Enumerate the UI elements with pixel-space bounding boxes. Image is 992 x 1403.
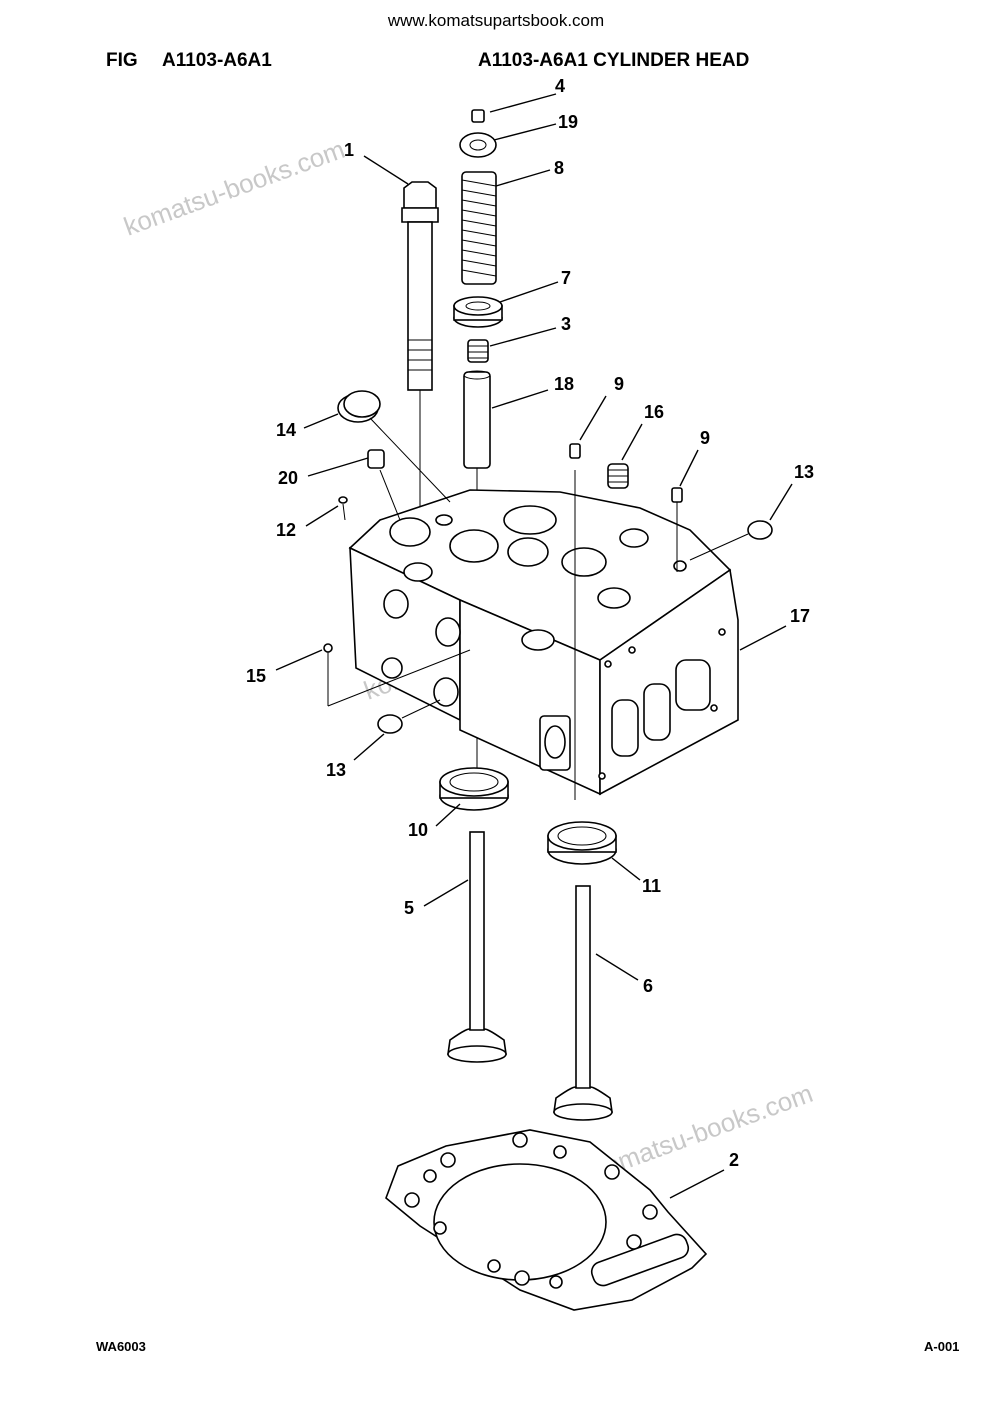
callout-16: 16 xyxy=(644,402,664,422)
figure-code: A1103-A6A1 xyxy=(162,50,272,71)
callout-8: 8 xyxy=(554,158,564,178)
callout-3: 3 xyxy=(561,314,571,334)
callout-1: 1 xyxy=(344,140,354,160)
figure-label: FIG xyxy=(106,50,138,71)
watermark: komatsu-books.com xyxy=(120,134,349,242)
callout-15: 15 xyxy=(246,666,266,686)
callout-6: 6 xyxy=(643,976,653,996)
valve-stack xyxy=(453,109,503,780)
gasket-part xyxy=(385,1129,708,1311)
footer-model-code: WA6003 xyxy=(96,1339,146,1354)
footer-page-number: A-001 xyxy=(924,1339,960,1354)
cylinder-head-block xyxy=(348,470,739,800)
site-url[interactable]: www.komatsupartsbook.com xyxy=(387,11,605,30)
small-parts xyxy=(323,390,773,734)
callout-7: 7 xyxy=(561,268,571,288)
figure-title: A1103-A6A1 CYLINDER HEAD xyxy=(478,50,750,71)
callout-5: 5 xyxy=(404,898,414,918)
callout-14: 14 xyxy=(276,420,296,440)
callout-11: 11 xyxy=(642,876,661,896)
callout-9: 9 xyxy=(700,428,710,448)
callout-20: 20 xyxy=(278,468,298,488)
callout-17: 17 xyxy=(790,606,810,626)
callout-9: 9 xyxy=(614,374,624,394)
callout-2: 2 xyxy=(729,1150,739,1170)
callout-13: 13 xyxy=(326,760,346,780)
valves xyxy=(439,767,617,1121)
callout-13: 13 xyxy=(794,462,814,482)
callouts: 4 19 1 8 7 3 18 9 16 9 13 14 20 12 17 15… xyxy=(246,76,814,1170)
callout-10: 10 xyxy=(408,820,428,840)
bolt-part xyxy=(401,181,439,560)
leader-lines xyxy=(275,93,793,1199)
callout-18: 18 xyxy=(554,374,574,394)
callout-12: 12 xyxy=(276,520,296,540)
callout-19: 19 xyxy=(558,112,578,132)
callout-4: 4 xyxy=(555,76,565,96)
